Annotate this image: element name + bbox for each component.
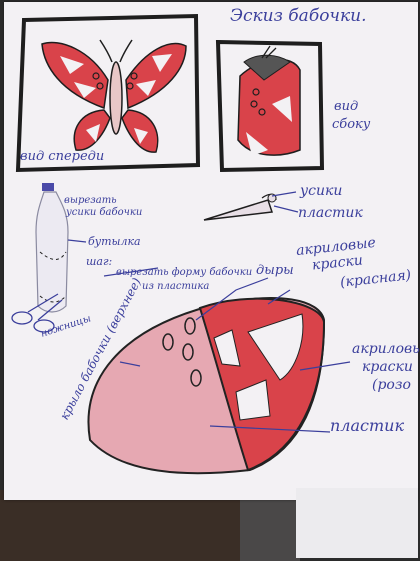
label-pink-paint-line1: акриловые — [352, 342, 420, 356]
label-plastic-small: пластик — [298, 206, 363, 220]
label-pink-paint-line3: (розо — [372, 378, 411, 392]
label-antennae: усики — [300, 184, 342, 198]
label-holes: дыры — [256, 264, 294, 277]
sheet-title: Эскиз бабочки. — [230, 8, 367, 25]
label-cut-antennae-line2: усики бабочки — [66, 208, 142, 218]
label-plastic-large: пластик — [330, 418, 404, 434]
label-cut-antennae-line1: вырезать — [64, 196, 117, 206]
side-view-sketch — [218, 42, 322, 170]
label-bottle: бутылка — [88, 236, 141, 247]
label-cut-shape-line2: из пластика — [142, 282, 209, 292]
front-view-sketch — [18, 16, 198, 170]
label-front-view: вид спереди — [20, 150, 104, 163]
label-pink-paint-line2: краски — [362, 360, 413, 374]
label-cut-shape-line1: вырезать форму бабочки — [116, 268, 252, 278]
antenna-detail-sketch — [204, 192, 298, 220]
label-side-view-line1: вид — [334, 100, 358, 113]
label-step-marker: шаг: — [86, 256, 112, 267]
label-side-view-line2: сбоку — [332, 118, 370, 131]
